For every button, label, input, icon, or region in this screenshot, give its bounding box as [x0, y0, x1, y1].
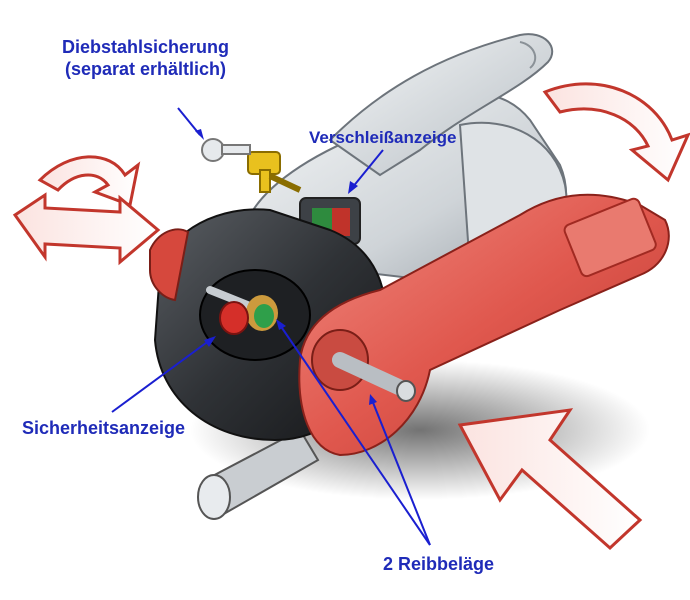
wear-indicator-label: Verschleißanzeige — [309, 127, 456, 149]
rotation-arrow-right — [545, 84, 688, 180]
pointer-theft — [178, 108, 204, 140]
key-icon — [202, 139, 250, 161]
theft-protection-line1: Diebstahlsicherung — [62, 36, 229, 58]
rotation-arrow-left-bottom — [15, 195, 158, 262]
theft-protection-label: Diebstahlsicherung (separat erhältlich) — [62, 36, 229, 80]
theft-protection-line2: (separat erhältlich) — [62, 58, 229, 80]
safety-indicator-label: Sicherheitsanzeige — [22, 417, 185, 439]
rotation-arrow-left-top — [40, 157, 138, 205]
friction-pads-label: 2 Reibbeläge — [383, 553, 494, 575]
